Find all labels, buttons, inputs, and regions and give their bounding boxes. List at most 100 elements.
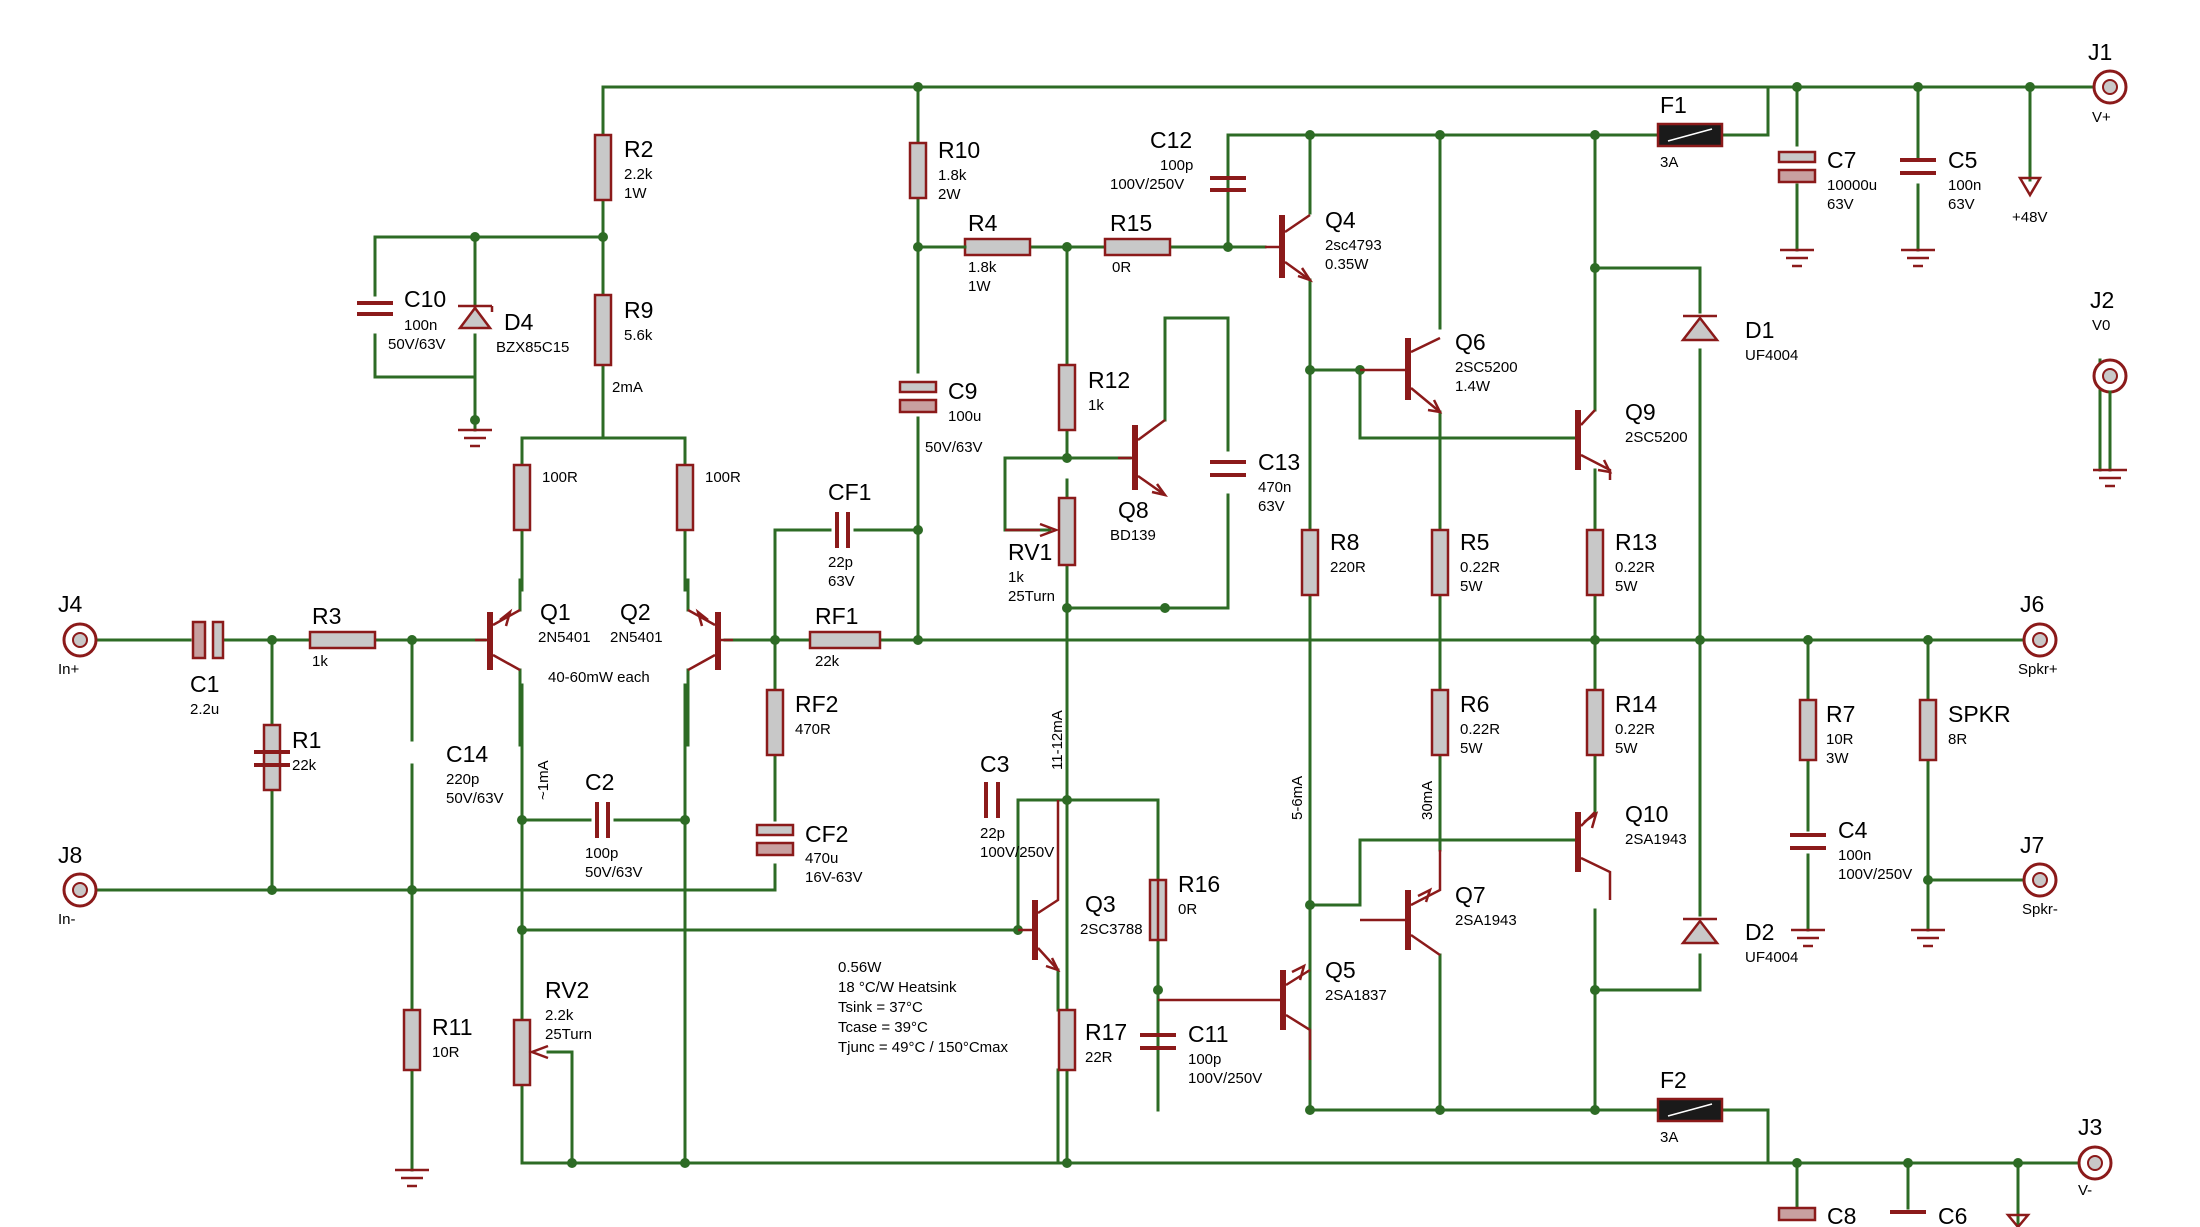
transistor-q6: Q6 2SC5200 1.4W [1360, 329, 1518, 414]
svg-text:2SC5200: 2SC5200 [1625, 429, 1688, 446]
capacitor-cf2: CF2 470u 16V-63V [755, 821, 863, 886]
junction-dots [267, 82, 2035, 1168]
resistor-r13: R13 0.22R 5W [1585, 528, 1657, 597]
svg-text:C6: C6 [1938, 1203, 1967, 1227]
svg-text:R1: R1 [292, 727, 321, 753]
svg-text:R17: R17 [1085, 1019, 1127, 1045]
resistor-r16: R16 0R [1148, 871, 1220, 942]
svg-text:5W: 5W [1460, 578, 1483, 595]
j4-ref: J4 [58, 591, 83, 617]
resistor-r14: R14 0.22R 5W [1585, 688, 1657, 757]
capacitor-c1: C1 2.2u [190, 620, 225, 718]
ground-icon [1911, 920, 1945, 948]
ground-icon [1780, 246, 1814, 268]
capacitor-c2: C2 100p 50V/63V [585, 769, 643, 881]
supply-arrow-icon [2017, 85, 2043, 198]
j7-ref: J7 [2020, 832, 2044, 858]
svg-text:C9: C9 [948, 378, 977, 404]
connector-j6[interactable]: J6 Spkr+ [2018, 591, 2058, 678]
svg-text:RV1: RV1 [1008, 539, 1052, 565]
capacitor-c6: C6 [1890, 1203, 1967, 1227]
driver-current-note: 5-6mA [1289, 776, 1306, 820]
resistor-rf2: RF2 470R [765, 688, 838, 757]
svg-text:22k: 22k [292, 757, 317, 774]
svg-text:100u: 100u [948, 408, 981, 425]
svg-text:C4: C4 [1838, 817, 1868, 843]
svg-text:22R: 22R [1085, 1049, 1113, 1066]
capacitor-c7: C7 10000u 63V [1777, 147, 1877, 213]
output-current-note: 30mA [1419, 781, 1436, 820]
svg-text:F1: F1 [1660, 92, 1687, 118]
svg-text:C2: C2 [585, 769, 614, 795]
connector-j8[interactable]: J8 In- [58, 842, 98, 928]
resistor-r5: R5 0.22R 5W [1430, 528, 1500, 597]
resistor-r4: R4 1.8k 1W [916, 210, 1032, 295]
connector-j3[interactable]: J3 V- [2077, 1114, 2113, 1199]
svg-text:1k: 1k [1088, 397, 1104, 414]
j7-label: Spkr- [2022, 901, 2058, 918]
svg-text:D4: D4 [504, 309, 534, 335]
svg-text:BZX85C15: BZX85C15 [496, 339, 569, 356]
svg-text:1.8k: 1.8k [938, 167, 967, 184]
svg-text:R3: R3 [312, 603, 341, 629]
diode-d1: D1 UF4004 [1680, 314, 1798, 364]
j2-ref: J2 [2090, 287, 2114, 313]
svg-text:C8: C8 [1827, 1203, 1856, 1227]
svg-text:C7: C7 [1827, 147, 1856, 173]
svg-text:R11: R11 [432, 1014, 473, 1040]
j3-ref: J3 [2078, 1114, 2102, 1140]
svg-text:10R: 10R [432, 1044, 460, 1061]
svg-text:50V/63V: 50V/63V [585, 864, 643, 881]
resistor-rf1: RF1 22k [808, 603, 882, 670]
transistor-q5: Q5 2SA1837 [1158, 957, 1387, 1060]
svg-text:100n: 100n [1838, 847, 1871, 864]
r9-current-note: 2mA [612, 379, 643, 396]
svg-text:R12: R12 [1088, 367, 1130, 393]
j8-label: In- [58, 911, 76, 928]
capacitor-cf1: CF1 22p 63V [828, 479, 871, 590]
svg-text:Q1: Q1 [540, 599, 571, 625]
svg-text:Tsink = 37°C: Tsink = 37°C [838, 999, 923, 1016]
ground-icon [1791, 920, 1825, 948]
resistor-r15: R15 0R [1103, 210, 1172, 276]
transistor-q10: Q10 2SA1943 [1575, 801, 1687, 900]
svg-text:470n: 470n [1258, 479, 1291, 496]
svg-text:0.22R: 0.22R [1460, 721, 1500, 738]
svg-text:63V: 63V [1827, 196, 1854, 213]
resistor-r3: R3 1k [308, 603, 377, 670]
svg-text:50V/63V: 50V/63V [388, 336, 446, 353]
connector-j7[interactable]: J7 Spkr- [2020, 832, 2058, 918]
svg-text:50V/63V: 50V/63V [446, 790, 504, 807]
svg-text:2.2k: 2.2k [624, 166, 653, 183]
svg-text:100R: 100R [542, 469, 578, 486]
svg-text:SPKR: SPKR [1948, 701, 2011, 727]
svg-text:2SA1837: 2SA1837 [1325, 987, 1387, 1004]
capacitor-c14: C14 220p 50V/63V [254, 741, 504, 807]
svg-text:470u: 470u [805, 850, 838, 867]
svg-text:5W: 5W [1615, 740, 1638, 757]
connector-j4[interactable]: J4 In+ [58, 591, 98, 678]
svg-text:0R: 0R [1112, 259, 1131, 276]
svg-text:0.56W: 0.56W [838, 959, 882, 976]
svg-text:100n: 100n [404, 317, 437, 334]
capacitor-c4: C4 100n 100V/250V [1790, 817, 1912, 883]
svg-text:D2: D2 [1745, 919, 1774, 945]
q3-current-note: 11-12mA [1049, 710, 1066, 770]
svg-text:C5: C5 [1948, 147, 1977, 173]
ground-symbols [395, 85, 2127, 1227]
resistor-r10: R10 1.8k 2W [908, 137, 980, 203]
connector-j1[interactable]: J1 V+ [2088, 39, 2128, 126]
svg-text:D1: D1 [1745, 317, 1774, 343]
svg-text:5W: 5W [1615, 578, 1638, 595]
svg-text:10000u: 10000u [1827, 177, 1877, 194]
svg-text:CF2: CF2 [805, 821, 848, 847]
svg-text:RF1: RF1 [815, 603, 858, 629]
j1-label: V+ [2092, 109, 2111, 126]
connector-j2[interactable]: J2 V0 [2090, 287, 2128, 472]
svg-text:Tjunc = 49°C / 150°Cmax: Tjunc = 49°C / 150°Cmax [838, 1039, 1008, 1056]
svg-text:0.22R: 0.22R [1615, 559, 1655, 576]
svg-text:R6: R6 [1460, 691, 1489, 717]
svg-text:2W: 2W [938, 186, 961, 203]
svg-text:63V: 63V [1258, 498, 1285, 515]
j4-label: In+ [58, 661, 80, 678]
